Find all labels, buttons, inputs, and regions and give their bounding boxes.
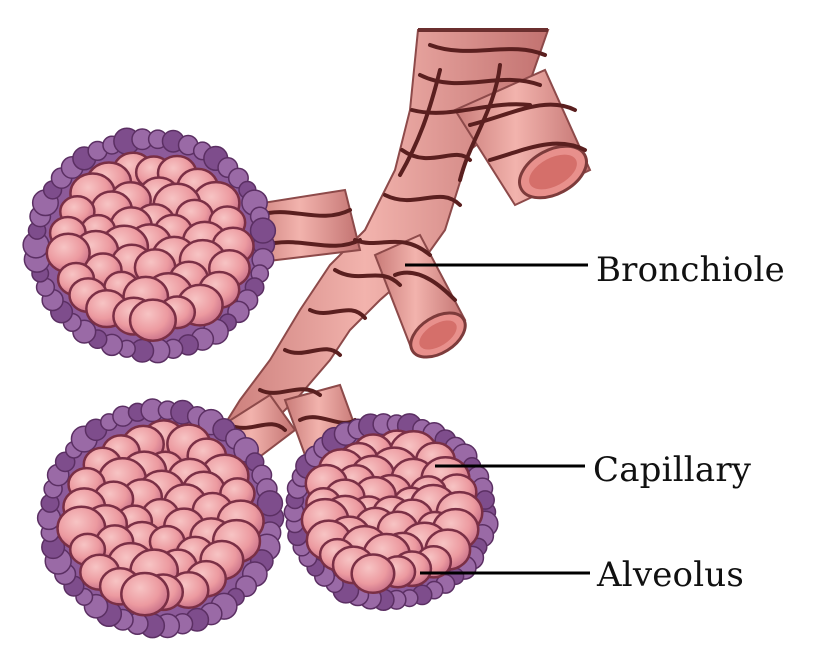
alveolus-cell: [350, 553, 396, 595]
alveolar-clusters: [22, 127, 499, 639]
capillary-network: [228, 43, 587, 432]
leader-lines: [405, 263, 590, 575]
bronchiole-label: Bronchiole: [596, 250, 785, 290]
lower-right-alveolar-cluster: [283, 413, 499, 612]
alveolus-label: Alveolus: [597, 555, 745, 595]
alveolus-cell: [120, 571, 170, 617]
capillary-label: Capillary: [593, 450, 752, 490]
lower-left-alveolar-cluster: [36, 398, 285, 639]
alveolus-cell: [128, 298, 177, 342]
upper-left-alveolar-cluster: [22, 127, 277, 364]
